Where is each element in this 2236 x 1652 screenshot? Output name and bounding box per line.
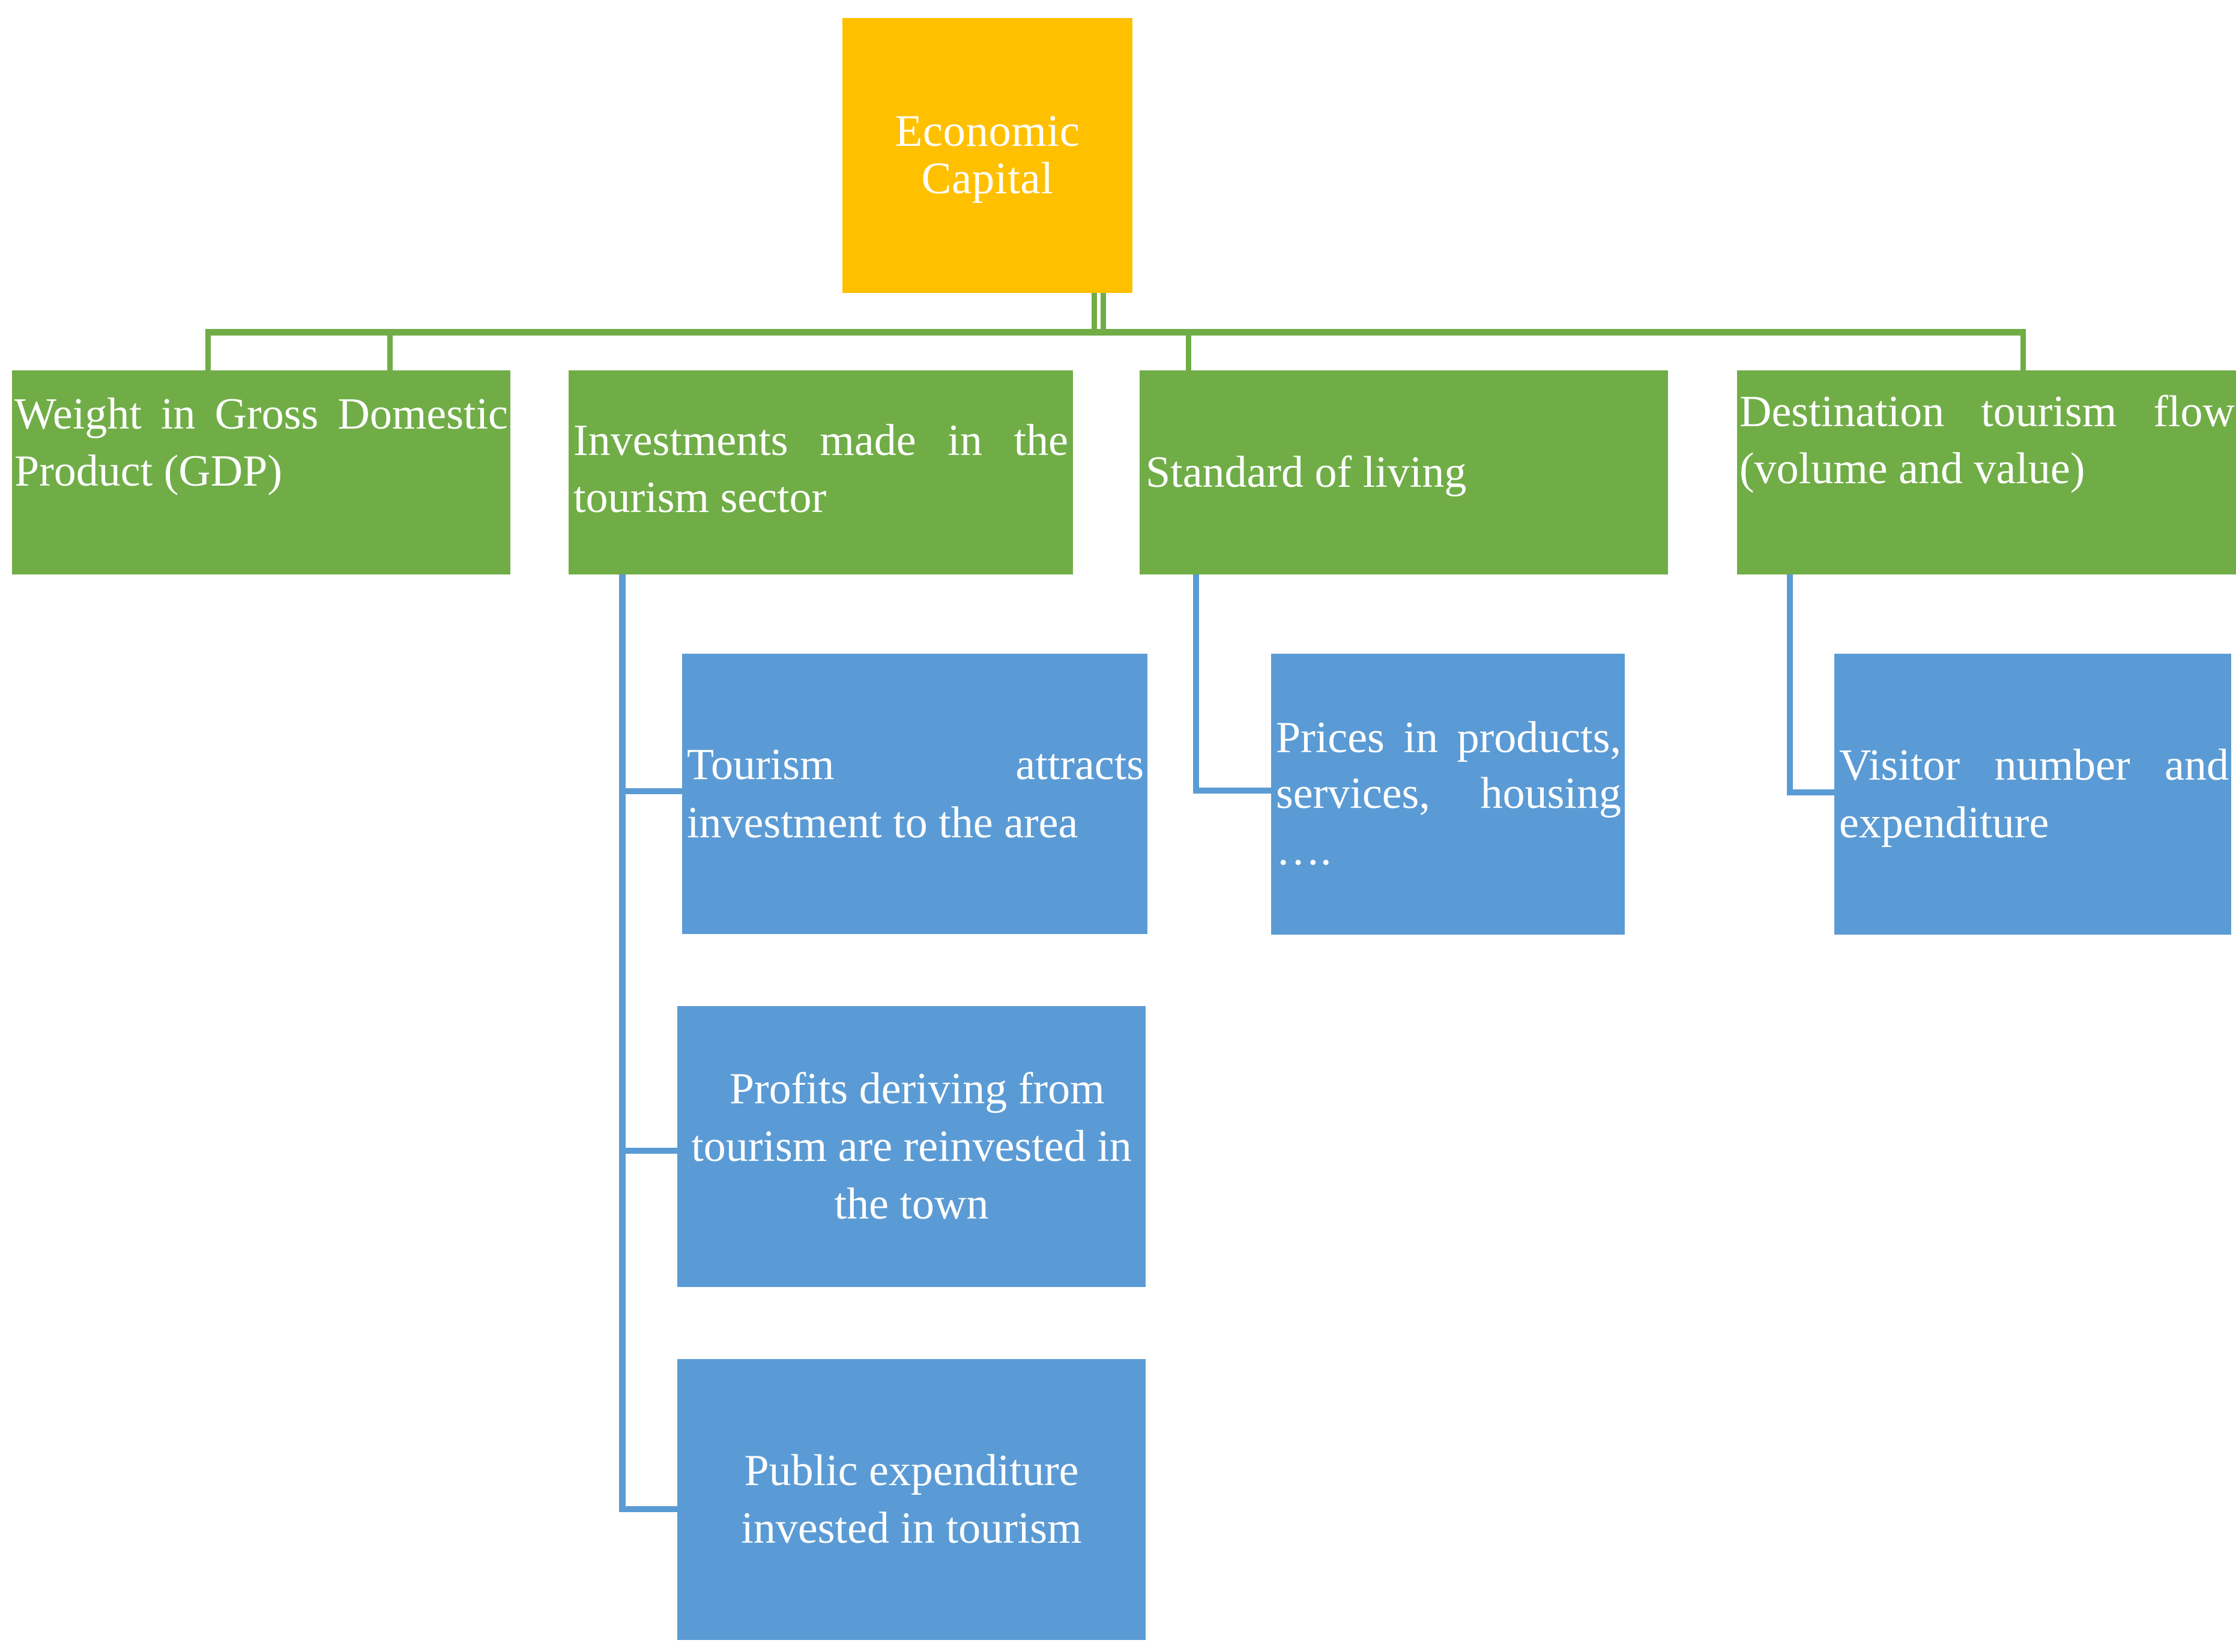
connector-branch-to-tourism-attracts-investment [619,788,684,794]
connector-standard-of-living-trunk [1193,574,1199,794]
node-economic-capital[interactable]: Economic Capital [842,18,1132,293]
node-investments-in-tourism-sector-label: Investments made in the tourism sector [573,416,1068,522]
node-weight-in-gdp-label: Weight in Gross Domestic Product (GDP) [14,390,508,496]
node-investments-in-tourism-sector[interactable]: Investments made in the tourism sector [569,370,1073,574]
node-standard-of-living[interactable]: Standard of living [1140,370,1668,574]
node-prices-products-services-housing[interactable]: Prices in products, services, housing …. [1271,654,1625,935]
node-destination-tourism-flow[interactable]: Destination tourism flow (volume and val… [1737,370,2236,574]
node-visitor-number-and-expenditure[interactable]: Visitor number and expenditure [1834,654,2231,935]
connector-drop-to-standard-of-living [1186,329,1191,371]
connector-branch-to-profits-reinvested [619,1148,679,1154]
connector-investments-trunk [619,574,626,1512]
connector-drop-to-investments [387,329,393,371]
connector-root-stem-left [1092,293,1097,330]
node-weight-in-gdp[interactable]: Weight in Gross Domestic Product (GDP) [12,370,510,574]
node-standard-of-living-label: Standard of living [1146,447,1467,497]
connector-root-stem-right [1101,293,1106,330]
node-destination-tourism-flow-label: Destination tourism flow (volume and val… [1739,387,2235,493]
node-visitor-number-and-expenditure-label: Visitor number and expenditure [1839,740,2229,848]
node-prices-products-services-housing-label: Prices in products, services, housing …. [1276,713,1621,875]
connector-branch-to-visitor-number [1787,789,1836,795]
connector-root-horizontal-bus [205,329,2026,336]
connector-destination-flow-trunk [1787,574,1793,795]
connector-drop-to-gdp [205,329,211,371]
node-economic-capital-label: Economic Capital [895,106,1092,203]
connector-branch-to-prices [1193,788,1273,794]
node-public-expenditure-in-tourism-label: Public expenditure invested in tourism [741,1446,1090,1553]
connector-branch-to-public-expenditure [619,1506,679,1512]
connector-drop-to-destination-tourism-flow [2020,329,2026,371]
node-profits-reinvested-in-town[interactable]: Profits deriving from tourism are reinve… [677,1006,1146,1287]
node-tourism-attracts-investment[interactable]: Tourism attracts investment to the area [682,654,1147,934]
node-profits-reinvested-in-town-label: Profits deriving from tourism are reinve… [691,1064,1143,1229]
node-tourism-attracts-investment-label: Tourism attracts investment to the area [687,740,1144,848]
node-public-expenditure-in-tourism[interactable]: Public expenditure invested in tourism [677,1359,1146,1640]
